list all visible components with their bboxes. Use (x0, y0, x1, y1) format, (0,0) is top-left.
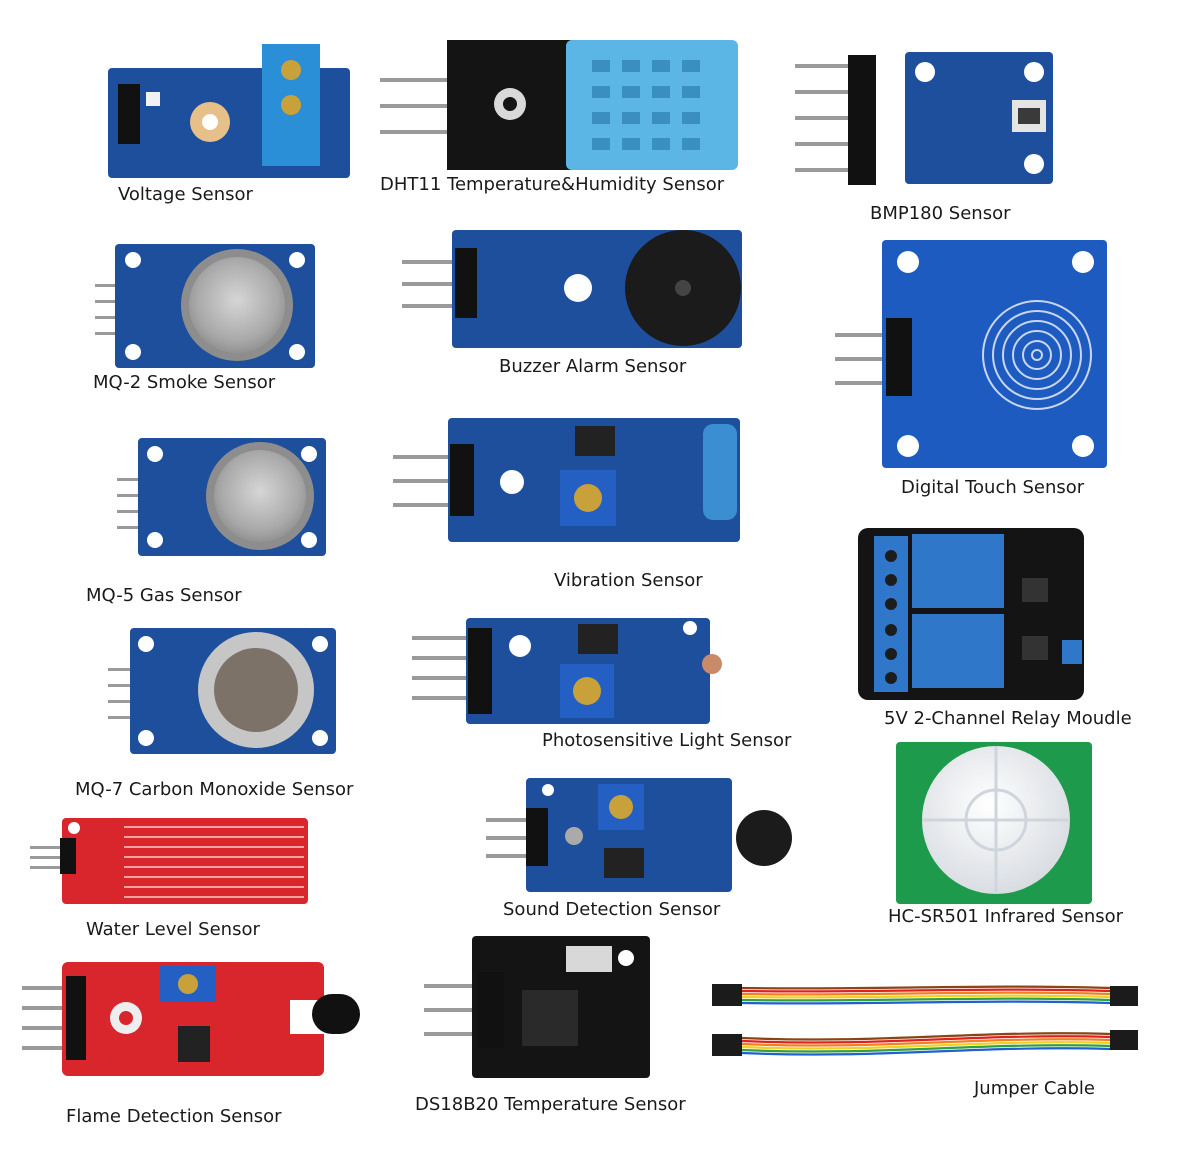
pir-module (896, 742, 1092, 904)
label-vibration-sensor: Vibration Sensor (554, 570, 703, 591)
voltage-sensor-module (108, 44, 350, 178)
buzzer-module (402, 230, 742, 348)
jumper-cables (712, 984, 1138, 1056)
mq2-module (95, 244, 315, 368)
label-ds18b20-sensor: DS18B20 Temperature Sensor (415, 1094, 686, 1115)
light-sensor-module (412, 618, 722, 724)
label-touch-sensor: Digital Touch Sensor (901, 477, 1085, 498)
label-light-sensor: Photosensitive Light Sensor (542, 730, 792, 751)
label-voltage-sensor: Voltage Sensor (118, 184, 253, 205)
label-jumper-cable: Jumper Cable (974, 1078, 1095, 1099)
label-water-level-sensor: Water Level Sensor (86, 919, 260, 940)
label-sound-sensor: Sound Detection Sensor (503, 899, 721, 920)
label-relay-module: 5V 2-Channel Relay Moudle (884, 708, 1132, 729)
sound-sensor-module (486, 778, 792, 892)
label-mq5-sensor: MQ-5 Gas Sensor (86, 585, 242, 606)
flame-sensor-module (22, 962, 360, 1076)
label-bmp180-sensor: BMP180 Sensor (870, 203, 1011, 224)
label-mq7-sensor: MQ-7 Carbon Monoxide Sensor (75, 779, 354, 800)
label-pir-sensor: HC-SR501 Infrared Sensor (888, 906, 1124, 927)
mq5-module (117, 438, 326, 556)
label-mq2-sensor: MQ-2 Smoke Sensor (93, 372, 276, 393)
label-dht11-sensor: DHT11 Temperature&Humidity Sensor (380, 174, 725, 195)
water-level-module (30, 818, 308, 904)
ds18b20-module (424, 936, 650, 1078)
label-buzzer-sensor: Buzzer Alarm Sensor (499, 356, 687, 377)
relay-module (858, 528, 1084, 700)
label-flame-sensor: Flame Detection Sensor (66, 1106, 282, 1127)
dht11-module (380, 40, 738, 170)
vibration-module (393, 418, 740, 542)
bmp180-module (795, 52, 1053, 185)
touch-module (835, 240, 1107, 468)
mq7-module (108, 628, 336, 754)
